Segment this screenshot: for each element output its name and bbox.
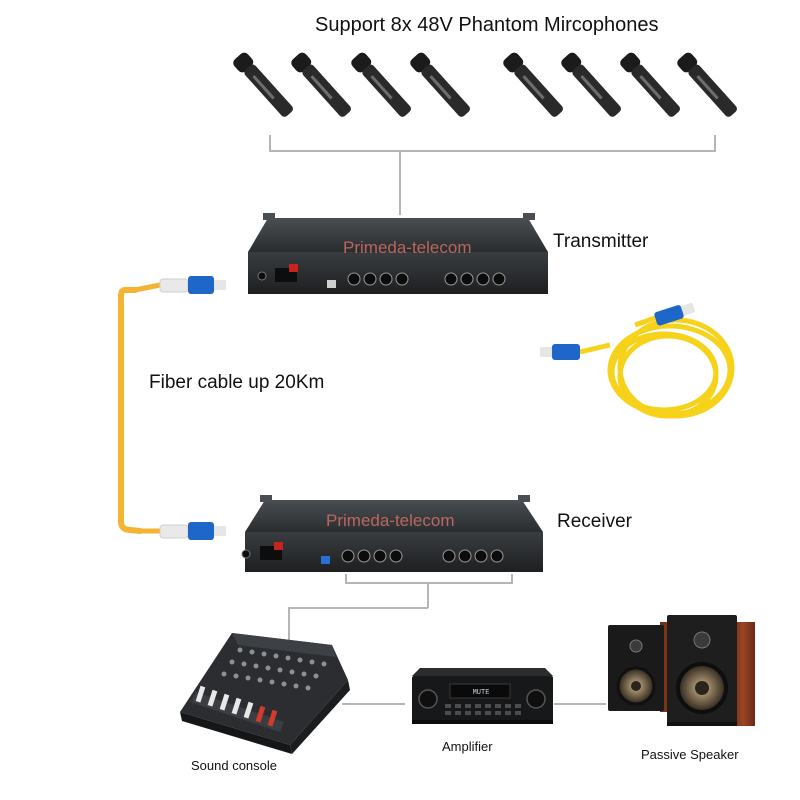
microphone-icon <box>677 52 737 117</box>
transmitter-label: Transmitter <box>553 231 649 252</box>
amplifier-icon <box>412 668 553 724</box>
passive-speaker-left-icon <box>608 622 690 712</box>
fiber-connector-bottom-icon <box>159 522 226 540</box>
receiver-watermark: Primeda-telecom <box>326 511 455 530</box>
microphone-icon <box>291 52 351 117</box>
fiber-coil-connector-top-icon <box>654 302 696 326</box>
microphone-icon <box>503 52 563 117</box>
fiber-coil-connector-left-icon <box>540 344 580 360</box>
microphone-icon <box>233 52 293 117</box>
microphone-group <box>233 52 737 117</box>
mic-bracket-line <box>269 135 716 215</box>
fiber-connector-top-icon <box>159 276 226 294</box>
diagram-title: Support 8x 48V Phantom Mircophones <box>315 14 659 36</box>
sound-console-icon <box>180 633 350 754</box>
receiver-label: Receiver <box>557 511 632 532</box>
transmitter-watermark: Primeda-telecom <box>343 238 472 257</box>
receiver-unit <box>241 495 543 572</box>
passive-speaker-right-icon <box>667 615 755 726</box>
amplifier-display-text: MUTE <box>473 689 490 697</box>
fiber-cable-link <box>118 276 226 540</box>
fiber-cable-label: Fiber cable up 20Km <box>149 372 325 393</box>
fiber-coil-icon <box>579 315 735 419</box>
amplifier-label: Amplifier <box>442 739 493 754</box>
microphone-icon <box>561 52 621 117</box>
microphone-icon <box>410 52 470 117</box>
microphone-icon <box>620 52 680 117</box>
transmitter-unit <box>248 213 548 294</box>
passive-speaker-label: Passive Speaker <box>641 747 739 762</box>
microphone-icon <box>351 52 411 117</box>
sound-console-label: Sound console <box>191 758 278 773</box>
receiver-output-line <box>288 574 513 640</box>
